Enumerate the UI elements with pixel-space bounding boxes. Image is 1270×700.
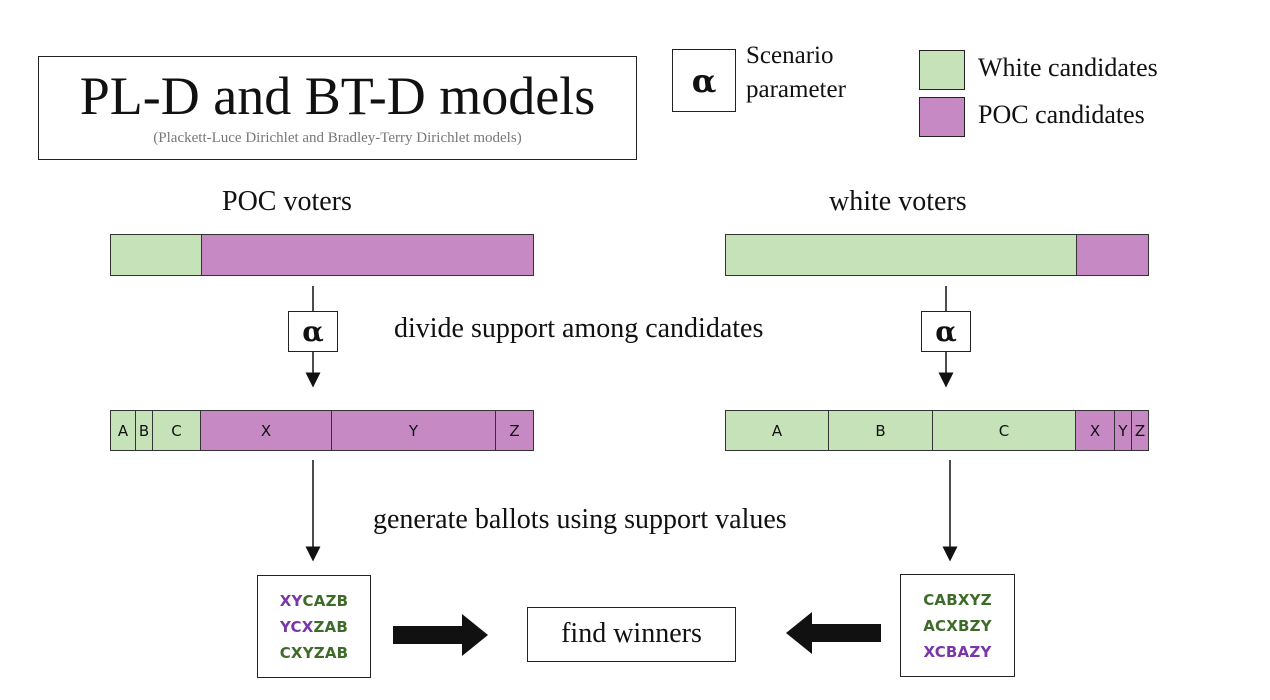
white-support-Z: Z bbox=[1132, 411, 1148, 450]
poc-support-A: A bbox=[111, 411, 136, 450]
ballot-poc-part: XY bbox=[279, 591, 303, 610]
white-ballot-row: CABXYZ bbox=[923, 591, 992, 609]
poc-voters-title: POC voters bbox=[222, 186, 352, 217]
legend-white-swatch bbox=[919, 50, 965, 90]
legend-alpha-label-line2: parameter bbox=[746, 76, 846, 103]
ballot-white-part: ZAB bbox=[313, 617, 349, 636]
poc-voter-poc-share bbox=[202, 235, 533, 275]
find-winners-box: find winners bbox=[527, 607, 736, 662]
white-support-B: B bbox=[829, 411, 933, 450]
poc-support-B: B bbox=[136, 411, 153, 450]
white-candidate-support-bar: A B C X Y Z bbox=[725, 410, 1149, 451]
white-support-A: A bbox=[726, 411, 829, 450]
poc-alpha-box: α bbox=[288, 311, 338, 352]
divide-support-label: divide support among candidates bbox=[394, 313, 764, 344]
white-alpha-box: α bbox=[921, 311, 971, 352]
white-support-X: X bbox=[1076, 411, 1115, 450]
white-ballots-box: CABXYZ ACXBZY XCBAZY bbox=[900, 574, 1015, 677]
page-title: PL-D and BT-D models bbox=[79, 66, 596, 126]
white-to-winners-arrow bbox=[786, 612, 881, 654]
ballot-poc-part: YCX bbox=[279, 617, 314, 636]
white-ballot-row: XCBAZY bbox=[923, 643, 991, 661]
legend-alpha-label-line1: Scenario bbox=[746, 42, 834, 69]
find-winners-label: find winners bbox=[561, 618, 702, 649]
poc-voter-white-share bbox=[111, 235, 202, 275]
legend-white-label: White candidates bbox=[978, 53, 1158, 82]
page-subtitle: (Plackett-Luce Dirichlet and Bradley-Ter… bbox=[153, 130, 522, 146]
white-voter-poc-share bbox=[1077, 235, 1148, 275]
white-ballot-row: ACXBZY bbox=[923, 617, 992, 635]
poc-ballot-row: XYCAZB bbox=[280, 592, 349, 610]
legend-poc-swatch bbox=[919, 97, 965, 137]
white-voters-title: white voters bbox=[829, 186, 967, 217]
ballot-poc-part: XCBAZY bbox=[923, 642, 992, 661]
white-support-C: C bbox=[933, 411, 1076, 450]
ballot-white-part: CABXYZ bbox=[923, 590, 992, 609]
poc-ballot-row: YCXZAB bbox=[280, 618, 348, 636]
legend-poc-label: POC candidates bbox=[978, 100, 1145, 129]
white-voter-white-share bbox=[726, 235, 1077, 275]
ballot-white-part: CXYZAB bbox=[279, 643, 349, 662]
white-voter-share-bar bbox=[725, 234, 1149, 276]
poc-support-Z: Z bbox=[496, 411, 533, 450]
title-box: PL-D and BT-D models (Plackett-Luce Diri… bbox=[38, 56, 637, 160]
ballot-white-part: ACXBZY bbox=[923, 616, 992, 635]
poc-candidate-support-bar: A B C X Y Z bbox=[110, 410, 534, 451]
ballot-white-part: CAZB bbox=[302, 591, 349, 610]
poc-voter-share-bar bbox=[110, 234, 534, 276]
white-support-Y: Y bbox=[1115, 411, 1132, 450]
poc-support-Y: Y bbox=[332, 411, 496, 450]
poc-support-C: C bbox=[153, 411, 201, 450]
poc-support-X: X bbox=[201, 411, 332, 450]
generate-ballots-label: generate ballots using support values bbox=[373, 504, 787, 535]
legend-alpha-box: α bbox=[672, 49, 736, 112]
poc-to-winners-arrow bbox=[393, 614, 488, 656]
poc-ballots-box: XYCAZB YCXZAB CXYZAB bbox=[257, 575, 371, 678]
poc-ballot-row: CXYZAB bbox=[280, 644, 349, 662]
